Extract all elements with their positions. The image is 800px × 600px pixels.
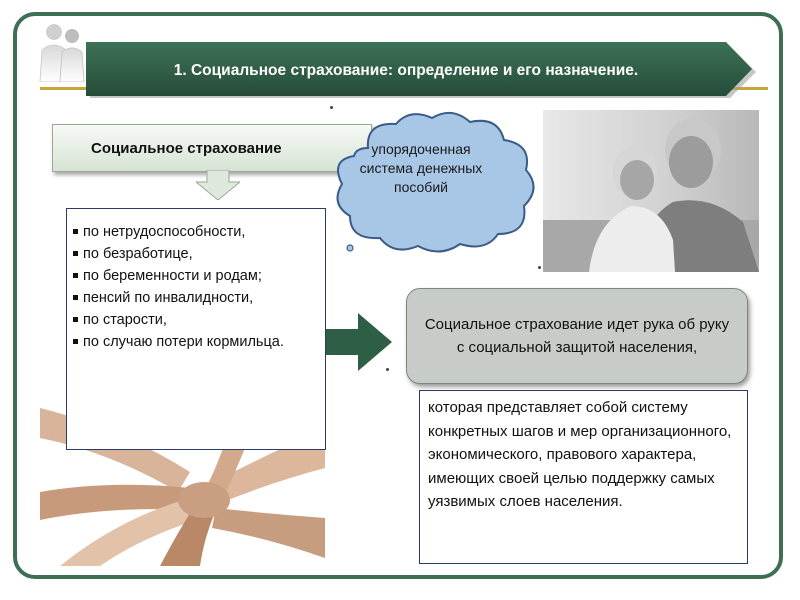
social-protection-text: Социальное страхование идет рука об руку… [424,316,730,356]
list-item: по безработице, [73,243,319,265]
cloud-text: упорядоченная система денежных пособий [359,141,483,195]
cloud-shape [336,111,535,253]
elderly-couple-photo [543,110,759,272]
list-item: по старости, [73,309,319,331]
list-item: по случаю потери кормильца. [73,331,319,353]
term-box: Социальное страхование [52,124,372,172]
social-protection-box: Социальное страхование идет рука об руку… [406,288,748,384]
description-text: которая представляет собой систему конкр… [428,399,732,510]
slide-title: 1. Социальное страхование: определение и… [173,62,639,79]
title-banner [86,42,756,98]
decor-line-right [728,87,768,90]
list-item: по нетрудоспособности, [73,221,319,243]
decor-line-left [40,87,88,90]
list-item: пенсий по инвалидности, [73,287,319,309]
decor-dot [386,368,389,371]
decor-dot [330,106,333,109]
list-item: по беременности и родам; [73,265,319,287]
down-arrow-icon [196,170,240,200]
term-label: Социальное страхование [91,139,282,157]
decor-dot [538,266,541,269]
right-arrow-icon [304,313,392,371]
people-silhouette-logo [39,24,85,82]
description-box: которая представляет собой систему конкр… [419,390,748,564]
insurance-types-list: по нетрудоспособности, по безработице, п… [66,208,326,450]
